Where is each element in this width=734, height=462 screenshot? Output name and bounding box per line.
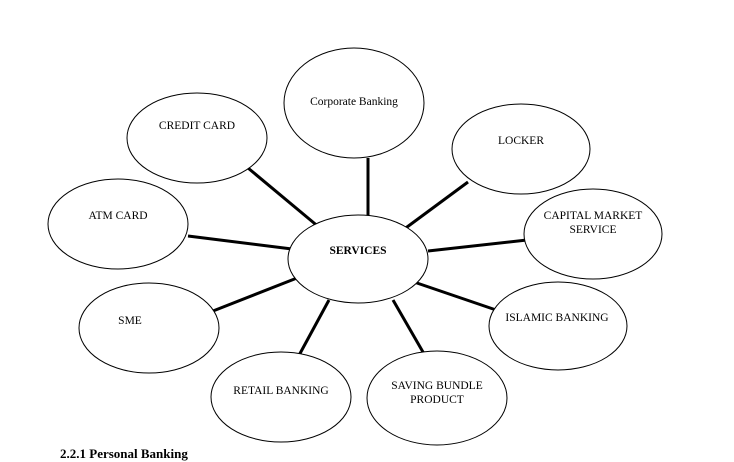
node-retail-banking-label: RETAIL BANKING (233, 385, 328, 397)
node-capital-market-label-1: CAPITAL MARKET (544, 210, 643, 222)
node-credit-card-label: CREDIT CARD (159, 120, 235, 132)
node-sme: SME (78, 282, 220, 374)
node-locker-label: LOCKER (498, 135, 544, 147)
node-corporate-banking: Corporate Banking (283, 47, 425, 159)
node-islamic-banking: ISLAMIC BANKING (488, 281, 628, 371)
section-heading: 2.2.1 Personal Banking (60, 446, 188, 461)
node-atm-card: ATM CARD (47, 178, 189, 270)
node-credit-card: CREDIT CARD (126, 92, 268, 184)
connector-credit-card (247, 166, 321, 230)
connector-retail-banking (295, 299, 331, 360)
connector-capital-market (427, 238, 528, 253)
connector-islamic-banking (413, 280, 500, 313)
node-saving-bundle-label-2: PRODUCT (410, 394, 464, 406)
node-locker: LOCKER (451, 103, 591, 195)
node-capital-market-label-2: SERVICE (570, 224, 617, 236)
connector-sme (212, 276, 298, 313)
node-corporate-banking-label: Corporate Banking (310, 96, 398, 108)
node-sme-label: SME (118, 315, 142, 327)
node-services-label: SERVICES (329, 245, 386, 257)
connector-atm-card (187, 234, 293, 251)
node-retail-banking: RETAIL BANKING (210, 351, 352, 443)
node-capital-market-service: CAPITAL MARKET SERVICE (523, 188, 663, 280)
node-islamic-banking-label: ISLAMIC BANKING (505, 312, 608, 324)
node-saving-bundle-label-1: SAVING BUNDLE (391, 380, 482, 392)
node-atm-card-label: ATM CARD (88, 210, 147, 222)
connector-locker (402, 180, 469, 232)
node-services-center: SERVICES (287, 214, 429, 304)
node-saving-bundle-product: SAVING BUNDLE PRODUCT (366, 350, 508, 446)
connector-saving-bundle (391, 299, 429, 360)
